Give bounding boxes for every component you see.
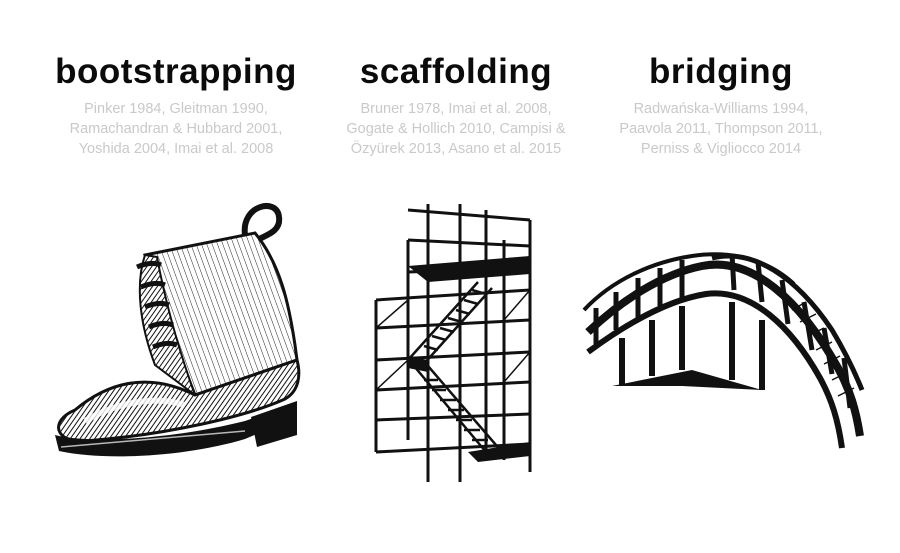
ref-line: Bruner 1978, Imai et al. 2008, [360, 101, 552, 117]
ref-line: Paavola 2011, Thompson 2011, [619, 121, 823, 137]
ref-line: Ramachandran & Hubbard 2001, [69, 121, 283, 137]
boot-icon [55, 203, 301, 457]
scaffolding-icon [374, 204, 532, 482]
ref-line: Radwańska-Williams 1994, [633, 101, 809, 117]
column-bootstrapping: bootstrapping Pinker 1984, Gleitman 1990… [26, 0, 326, 159]
ref-line: Özyürek 2013, Asano et al. 2015 [350, 141, 562, 157]
ref-line: Perniss & Vigliocco 2014 [640, 141, 802, 157]
refs-bridging: Radwańska-Williams 1994, Paavola 2011, T… [571, 99, 871, 159]
ref-line: Yoshida 2004, Imai et al. 2008 [78, 141, 274, 157]
column-bridging: bridging Radwańska-Williams 1994, Paavol… [571, 0, 871, 159]
title-bridging: bridging [649, 52, 793, 91]
refs-bootstrapping: Pinker 1984, Gleitman 1990, Ramachandran… [26, 99, 326, 159]
ref-line: Pinker 1984, Gleitman 1990, [84, 101, 268, 117]
title-scaffolding: scaffolding [359, 52, 553, 91]
title-bootstrapping: bootstrapping [55, 52, 297, 91]
ref-line: Gogate & Hollich 2010, Campisi & [346, 121, 566, 137]
refs-scaffolding: Bruner 1978, Imai et al. 2008, Gogate & … [306, 99, 606, 159]
column-scaffolding: scaffolding Bruner 1978, Imai et al. 200… [306, 0, 606, 159]
bridge-icon [582, 252, 865, 449]
